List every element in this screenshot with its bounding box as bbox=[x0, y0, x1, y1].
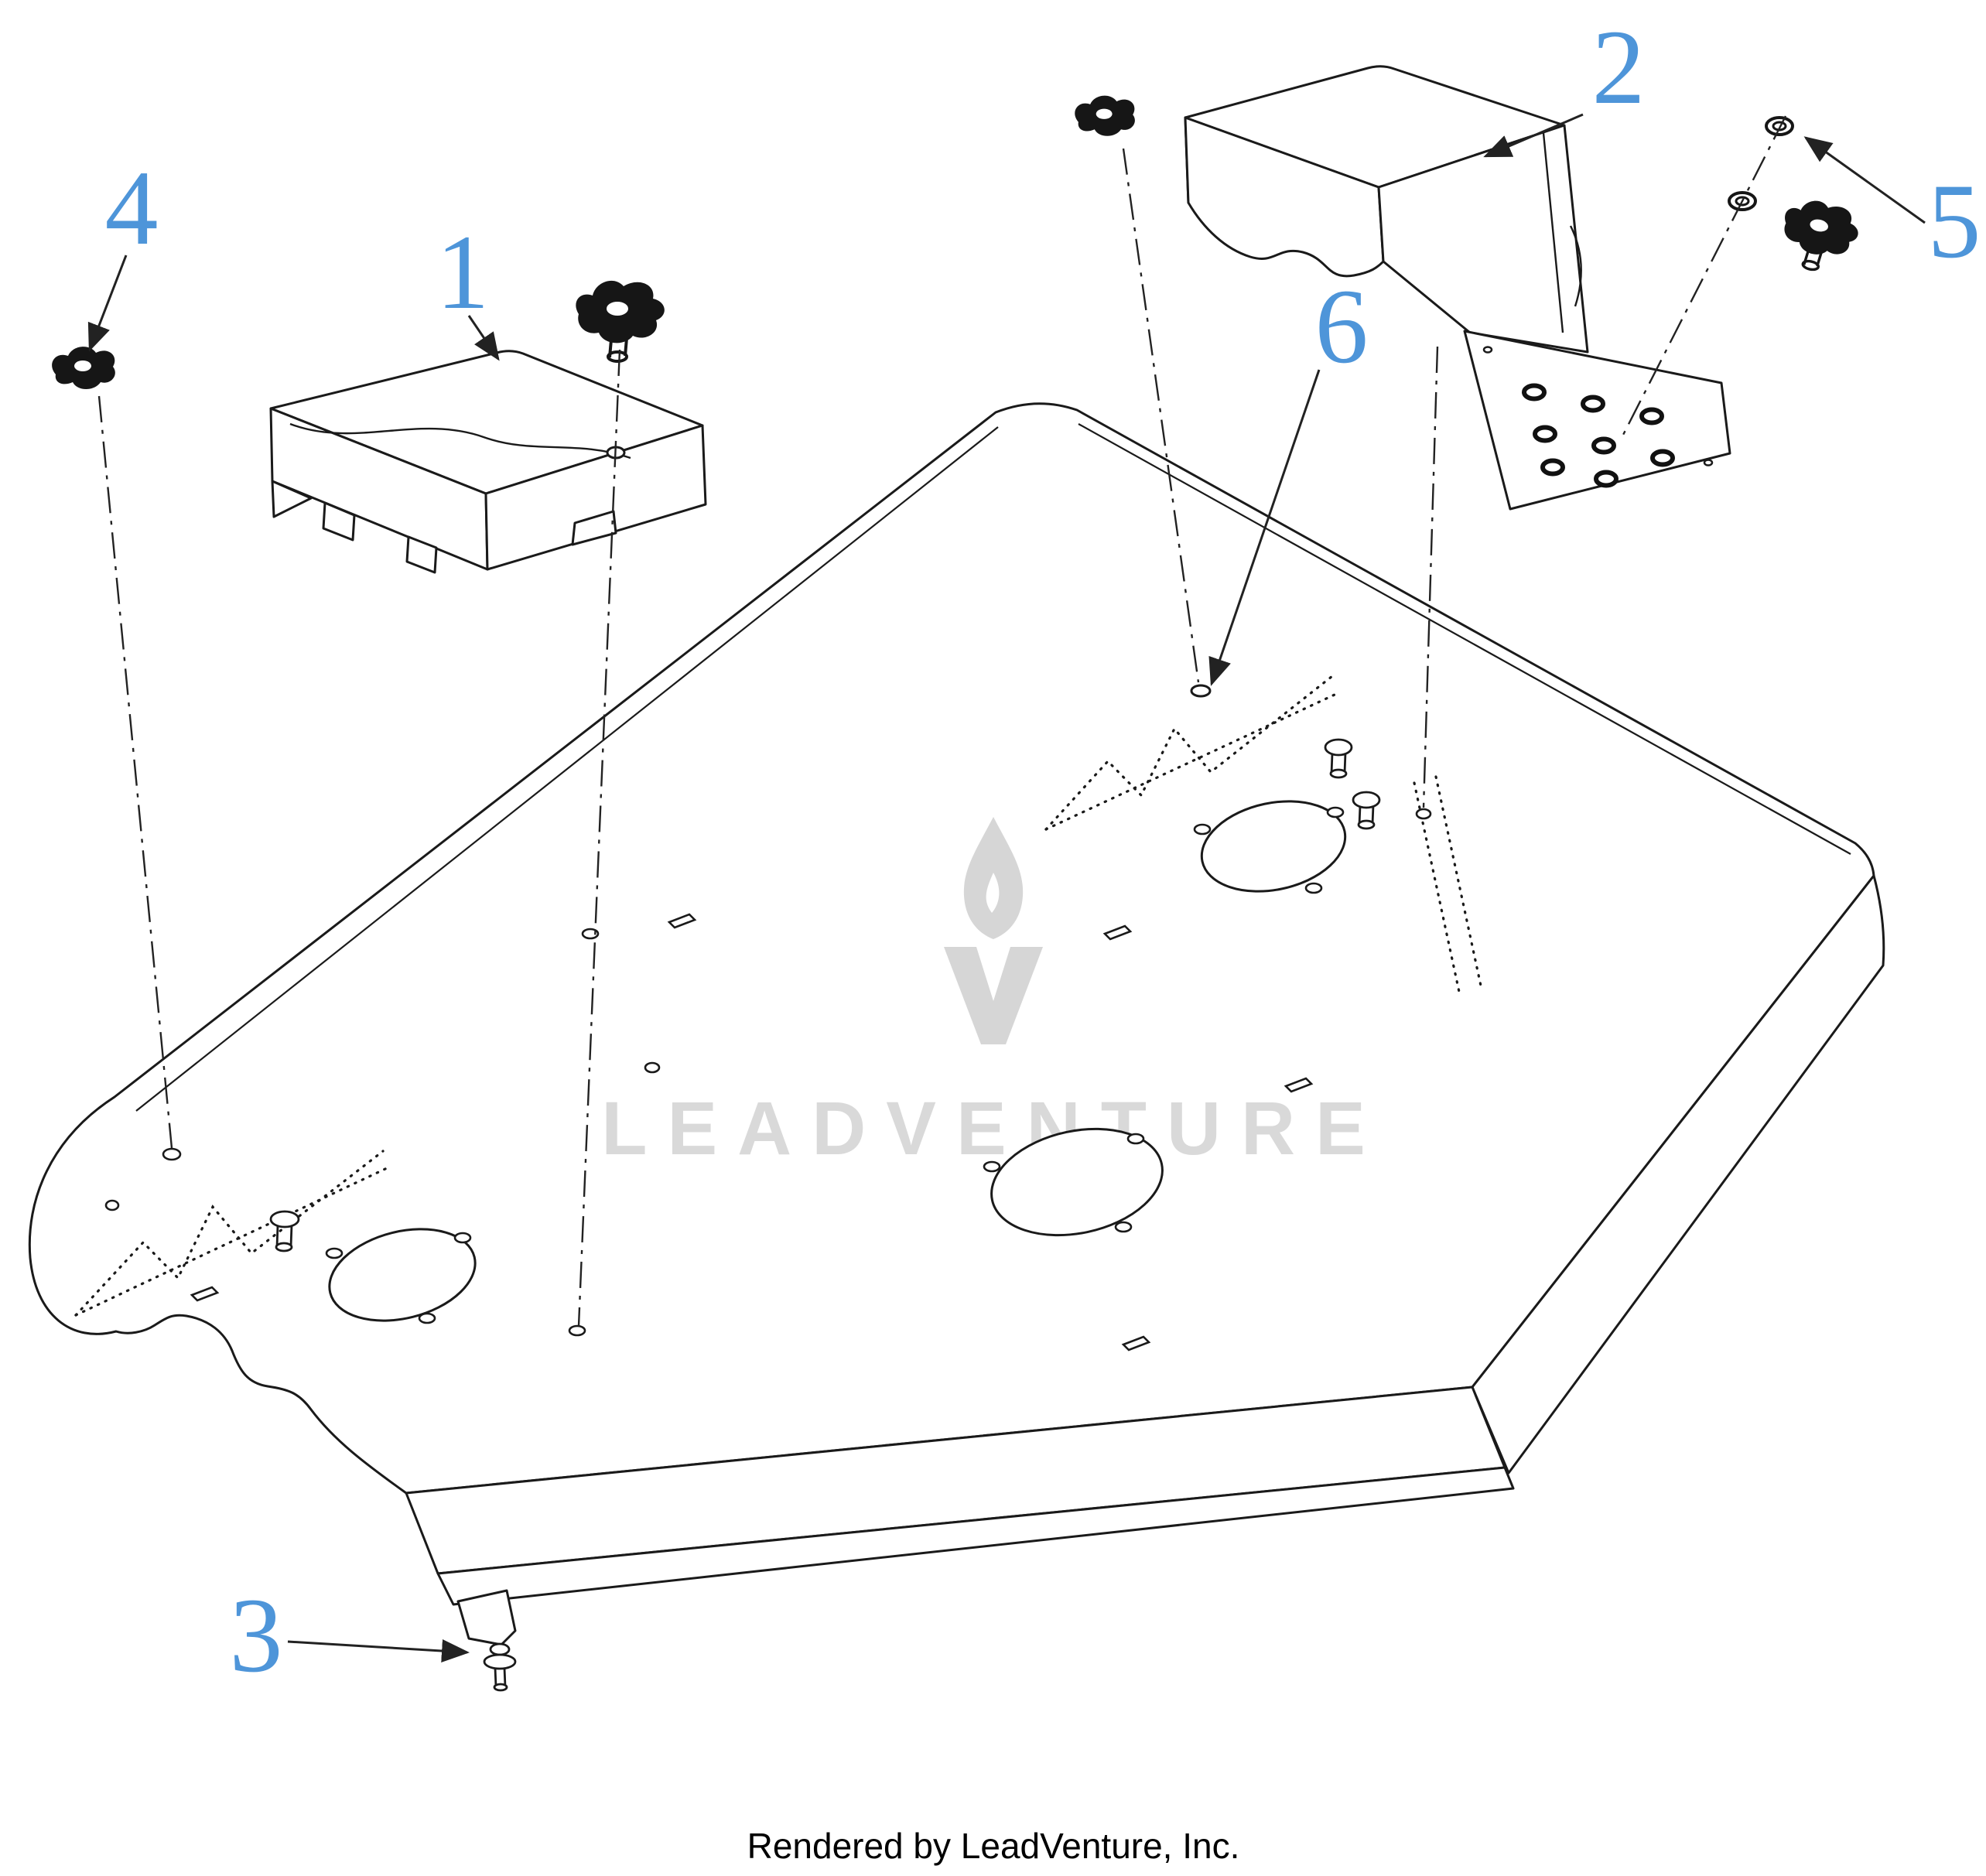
flange-bolt-part-3 bbox=[483, 1642, 517, 1692]
center-line-knob-left bbox=[577, 349, 621, 1327]
carriage-bolt bbox=[1324, 738, 1353, 779]
carriage-bolt bbox=[1352, 791, 1381, 830]
wing-knob-right bbox=[1773, 193, 1865, 279]
cover-baffle-part-1 bbox=[269, 350, 707, 574]
center-line-part5 bbox=[1620, 115, 1787, 439]
deck-foot-tab bbox=[456, 1589, 517, 1646]
carriage-bolt bbox=[269, 1210, 300, 1252]
deck-hem-line-left bbox=[135, 426, 999, 1112]
callout-2[interactable]: 2 bbox=[1592, 8, 1646, 126]
leader-6 bbox=[1208, 369, 1321, 686]
leader-5 bbox=[1803, 136, 1926, 224]
center-line-part4 bbox=[97, 395, 173, 1149]
cover-baffle-part-2 bbox=[1184, 65, 1731, 511]
deck-side-wall bbox=[1471, 874, 1885, 1474]
clip-nut-part-4 bbox=[52, 347, 115, 389]
leadventure-logo-icon bbox=[944, 817, 1043, 1044]
leader-3 bbox=[287, 1639, 470, 1662]
callout-4[interactable]: 4 bbox=[105, 149, 159, 267]
center-line-part2 bbox=[1422, 346, 1439, 808]
deck-front-lip bbox=[436, 1466, 1515, 1606]
assembly-center-lines bbox=[97, 115, 1787, 1327]
watermark: LEADVENTURE bbox=[601, 817, 1386, 1170]
callout-5[interactable]: 5 bbox=[1928, 162, 1981, 280]
mower-deck bbox=[28, 402, 1885, 1646]
deck-spindle-openings bbox=[328, 800, 1347, 1322]
deck-slots bbox=[190, 913, 1314, 1351]
leader-2 bbox=[1483, 113, 1584, 158]
footer-credit: Rendered by LeadVenture, Inc. bbox=[747, 1826, 1240, 1866]
deck-hole-callout-6 bbox=[1190, 684, 1212, 698]
wing-knob-left bbox=[574, 278, 666, 363]
leader-1 bbox=[467, 315, 500, 361]
washer-upper bbox=[1765, 116, 1794, 136]
deck-hem-line-right bbox=[1078, 423, 1851, 855]
callout-1[interactable]: 1 bbox=[436, 213, 490, 331]
deck-carriage-bolts bbox=[269, 738, 1381, 1252]
callout-3[interactable]: 3 bbox=[230, 1576, 283, 1694]
plate-holes bbox=[1522, 383, 1675, 488]
watermark-text: LEADVENTURE bbox=[601, 1086, 1386, 1170]
leader-4 bbox=[87, 255, 128, 352]
callout-leaders bbox=[87, 113, 1926, 1662]
deck-small-holes bbox=[104, 806, 1432, 1337]
clip-nut-upper bbox=[1075, 95, 1135, 136]
deck-stipple-patterns bbox=[74, 675, 1482, 1317]
callout-6[interactable]: 6 bbox=[1315, 267, 1369, 385]
